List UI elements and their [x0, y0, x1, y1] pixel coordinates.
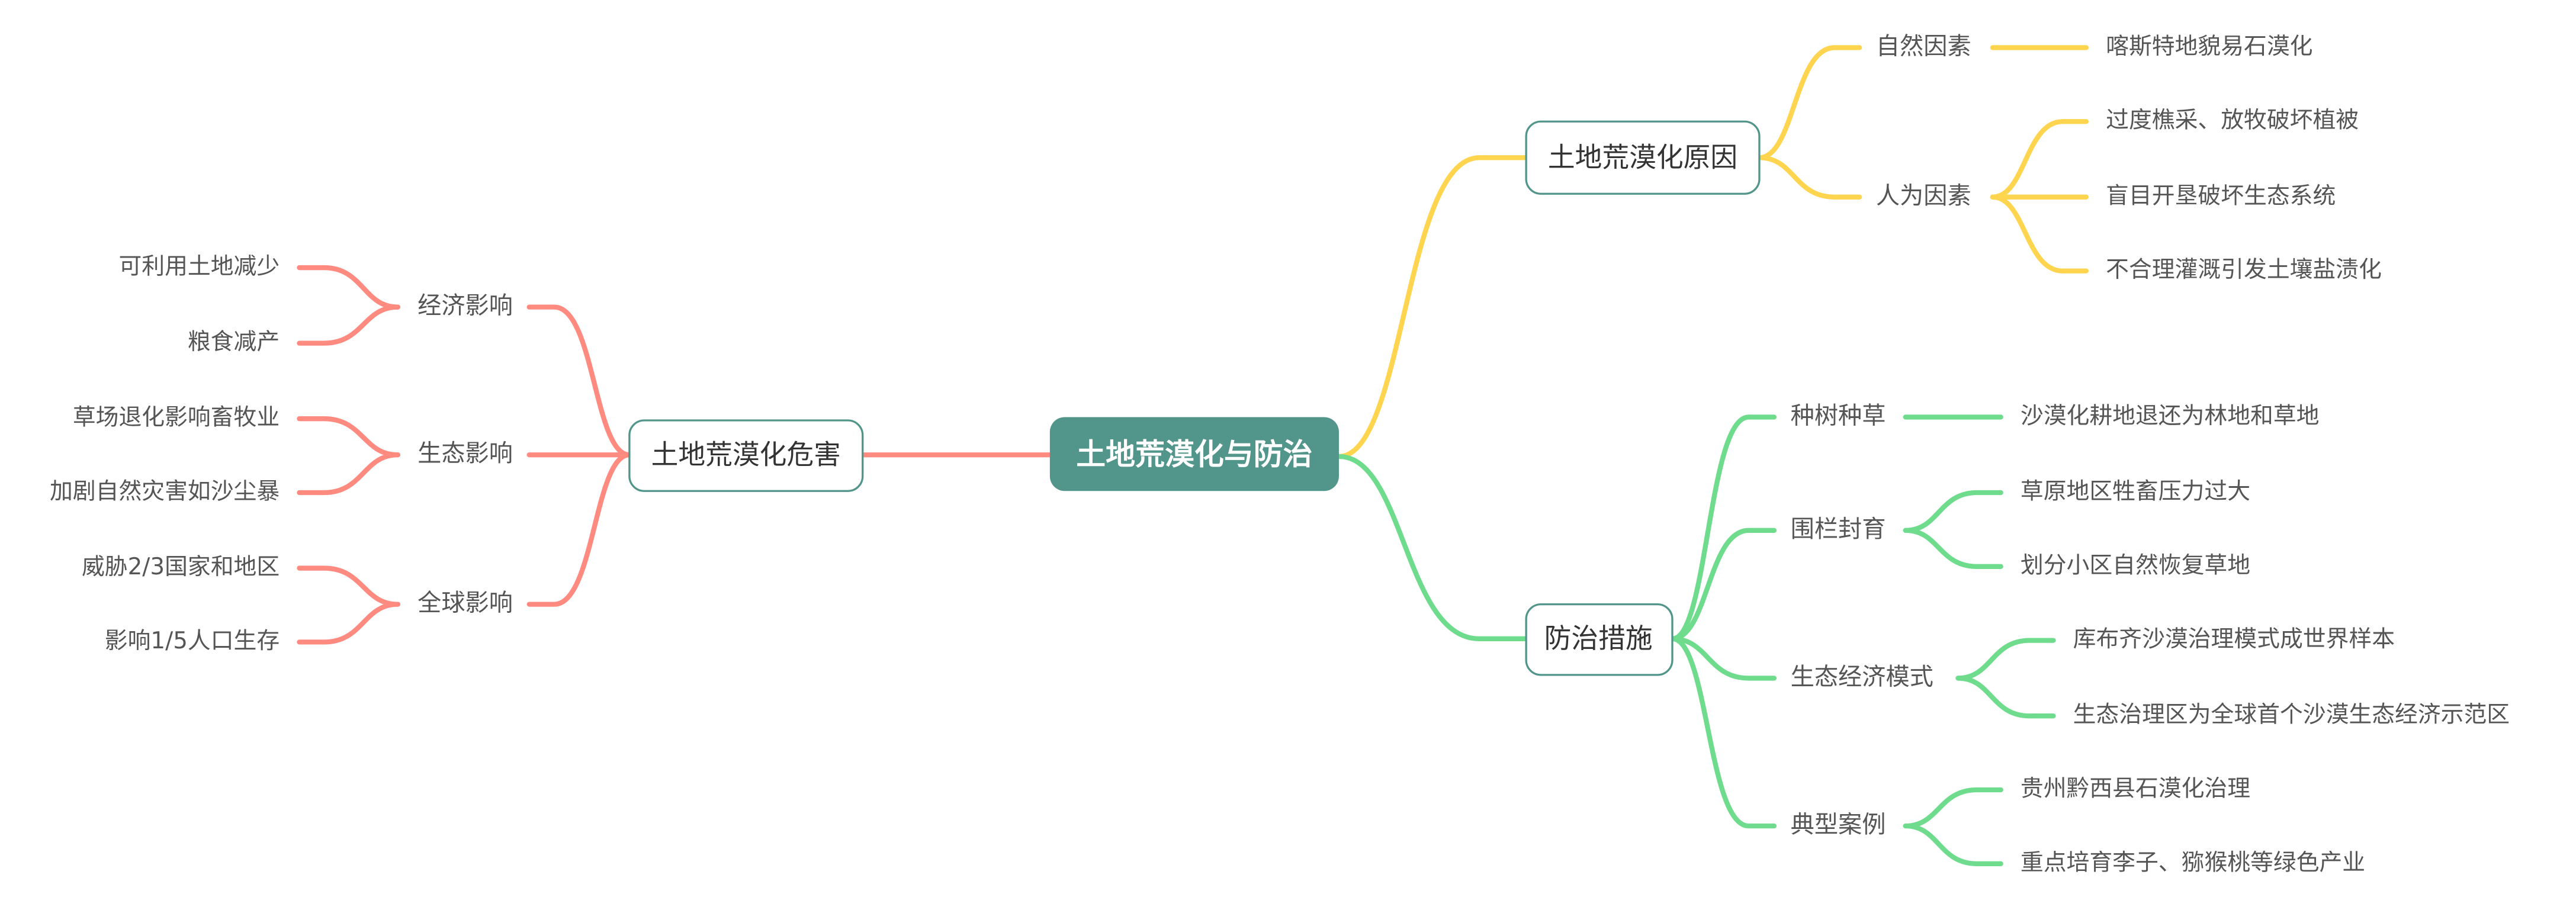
node-cases[interactable]: 典型案例 [1791, 811, 1886, 838]
branch-causes[interactable]: 土地荒漠化原因 [1525, 120, 1761, 195]
connector-line [1336, 454, 1529, 642]
node-natural[interactable]: 自然因素 [1876, 33, 1971, 60]
connector-line [297, 565, 400, 607]
root-label: 土地荒漠化与防治 [1076, 438, 1312, 472]
leaf[interactable]: 生态治理区为全球首个沙漠生态经济示范区 [2073, 702, 2510, 728]
connector-line [297, 416, 400, 458]
leaf[interactable]: 过度樵采、放牧破坏植被 [2106, 107, 2359, 134]
leaf[interactable]: 划分小区自然恢复草地 [2021, 552, 2250, 578]
connector-line [297, 304, 400, 346]
branch-measures-label: 防治措施 [1544, 623, 1653, 654]
leaf[interactable]: 贵州黔西县石漠化治理 [2021, 775, 2250, 802]
branch-measures[interactable]: 防治措施 [1525, 603, 1674, 676]
connector-line [297, 452, 400, 496]
leaf[interactable]: 沙漠化耕地退还为林地和草地 [2021, 403, 2320, 429]
root-node[interactable]: 土地荒漠化与防治 [1049, 417, 1339, 491]
leaf[interactable]: 粮食减产 [188, 329, 280, 355]
node-eco-model[interactable]: 生态经济模式 [1791, 663, 1933, 690]
connector-line [1903, 490, 2003, 533]
connector-line [1903, 823, 2003, 866]
connector-line [526, 304, 632, 458]
connector-line [1756, 45, 1862, 160]
branch-harms-label: 土地荒漠化危害 [651, 439, 841, 471]
node-human[interactable]: 人为因素 [1876, 182, 1971, 210]
leaf[interactable]: 草原地区牲畜压力过大 [2021, 478, 2250, 505]
leaf[interactable]: 草场退化影响畜牧业 [73, 404, 280, 431]
leaf[interactable]: 可利用土地减少 [118, 253, 280, 280]
branch-causes-label: 土地荒漠化原因 [1548, 142, 1737, 173]
leaf[interactable]: 不合理灌溉引发土壤盐渍化 [2106, 256, 2382, 283]
node-fencing[interactable]: 围栏封育 [1791, 516, 1886, 543]
connector-line [1990, 119, 2089, 200]
node-planting[interactable]: 种树种草 [1791, 402, 1886, 429]
leaf[interactable]: 威胁2/3国家和地区 [82, 554, 280, 580]
connector-line [1669, 636, 1777, 829]
leaf[interactable]: 重点培育李子、猕猴桃等绿色产业 [2021, 849, 2365, 876]
node-global[interactable]: 全球影响 [417, 590, 513, 617]
connector-line [1669, 414, 1777, 642]
connector-line [1669, 528, 1777, 642]
connector-line [526, 452, 632, 607]
connector-line [1955, 676, 2056, 719]
connector-line [1903, 528, 2003, 569]
leaf[interactable]: 盲目开垦破坏生态系统 [2106, 182, 2336, 209]
connector-line [1990, 194, 2089, 274]
leaf[interactable]: 库布齐沙漠治理模式成世界样本 [2073, 626, 2395, 652]
connector-line [1955, 638, 2056, 681]
leaf[interactable]: 喀斯特地貌易石漠化 [2106, 33, 2312, 60]
node-economic[interactable]: 经济影响 [417, 292, 513, 320]
connector-line [297, 602, 400, 645]
connector-line [1336, 155, 1529, 459]
leaf[interactable]: 加剧自然灾害如沙尘暴 [50, 478, 280, 505]
branch-harms[interactable]: 土地荒漠化危害 [628, 419, 864, 492]
leaf[interactable]: 影响1/5人口生存 [105, 628, 280, 654]
connector-line [297, 265, 400, 310]
connector-line [1669, 636, 1777, 681]
connector-line [1903, 787, 2003, 829]
node-ecological[interactable]: 生态影响 [417, 440, 513, 467]
connector-line [1756, 155, 1862, 200]
